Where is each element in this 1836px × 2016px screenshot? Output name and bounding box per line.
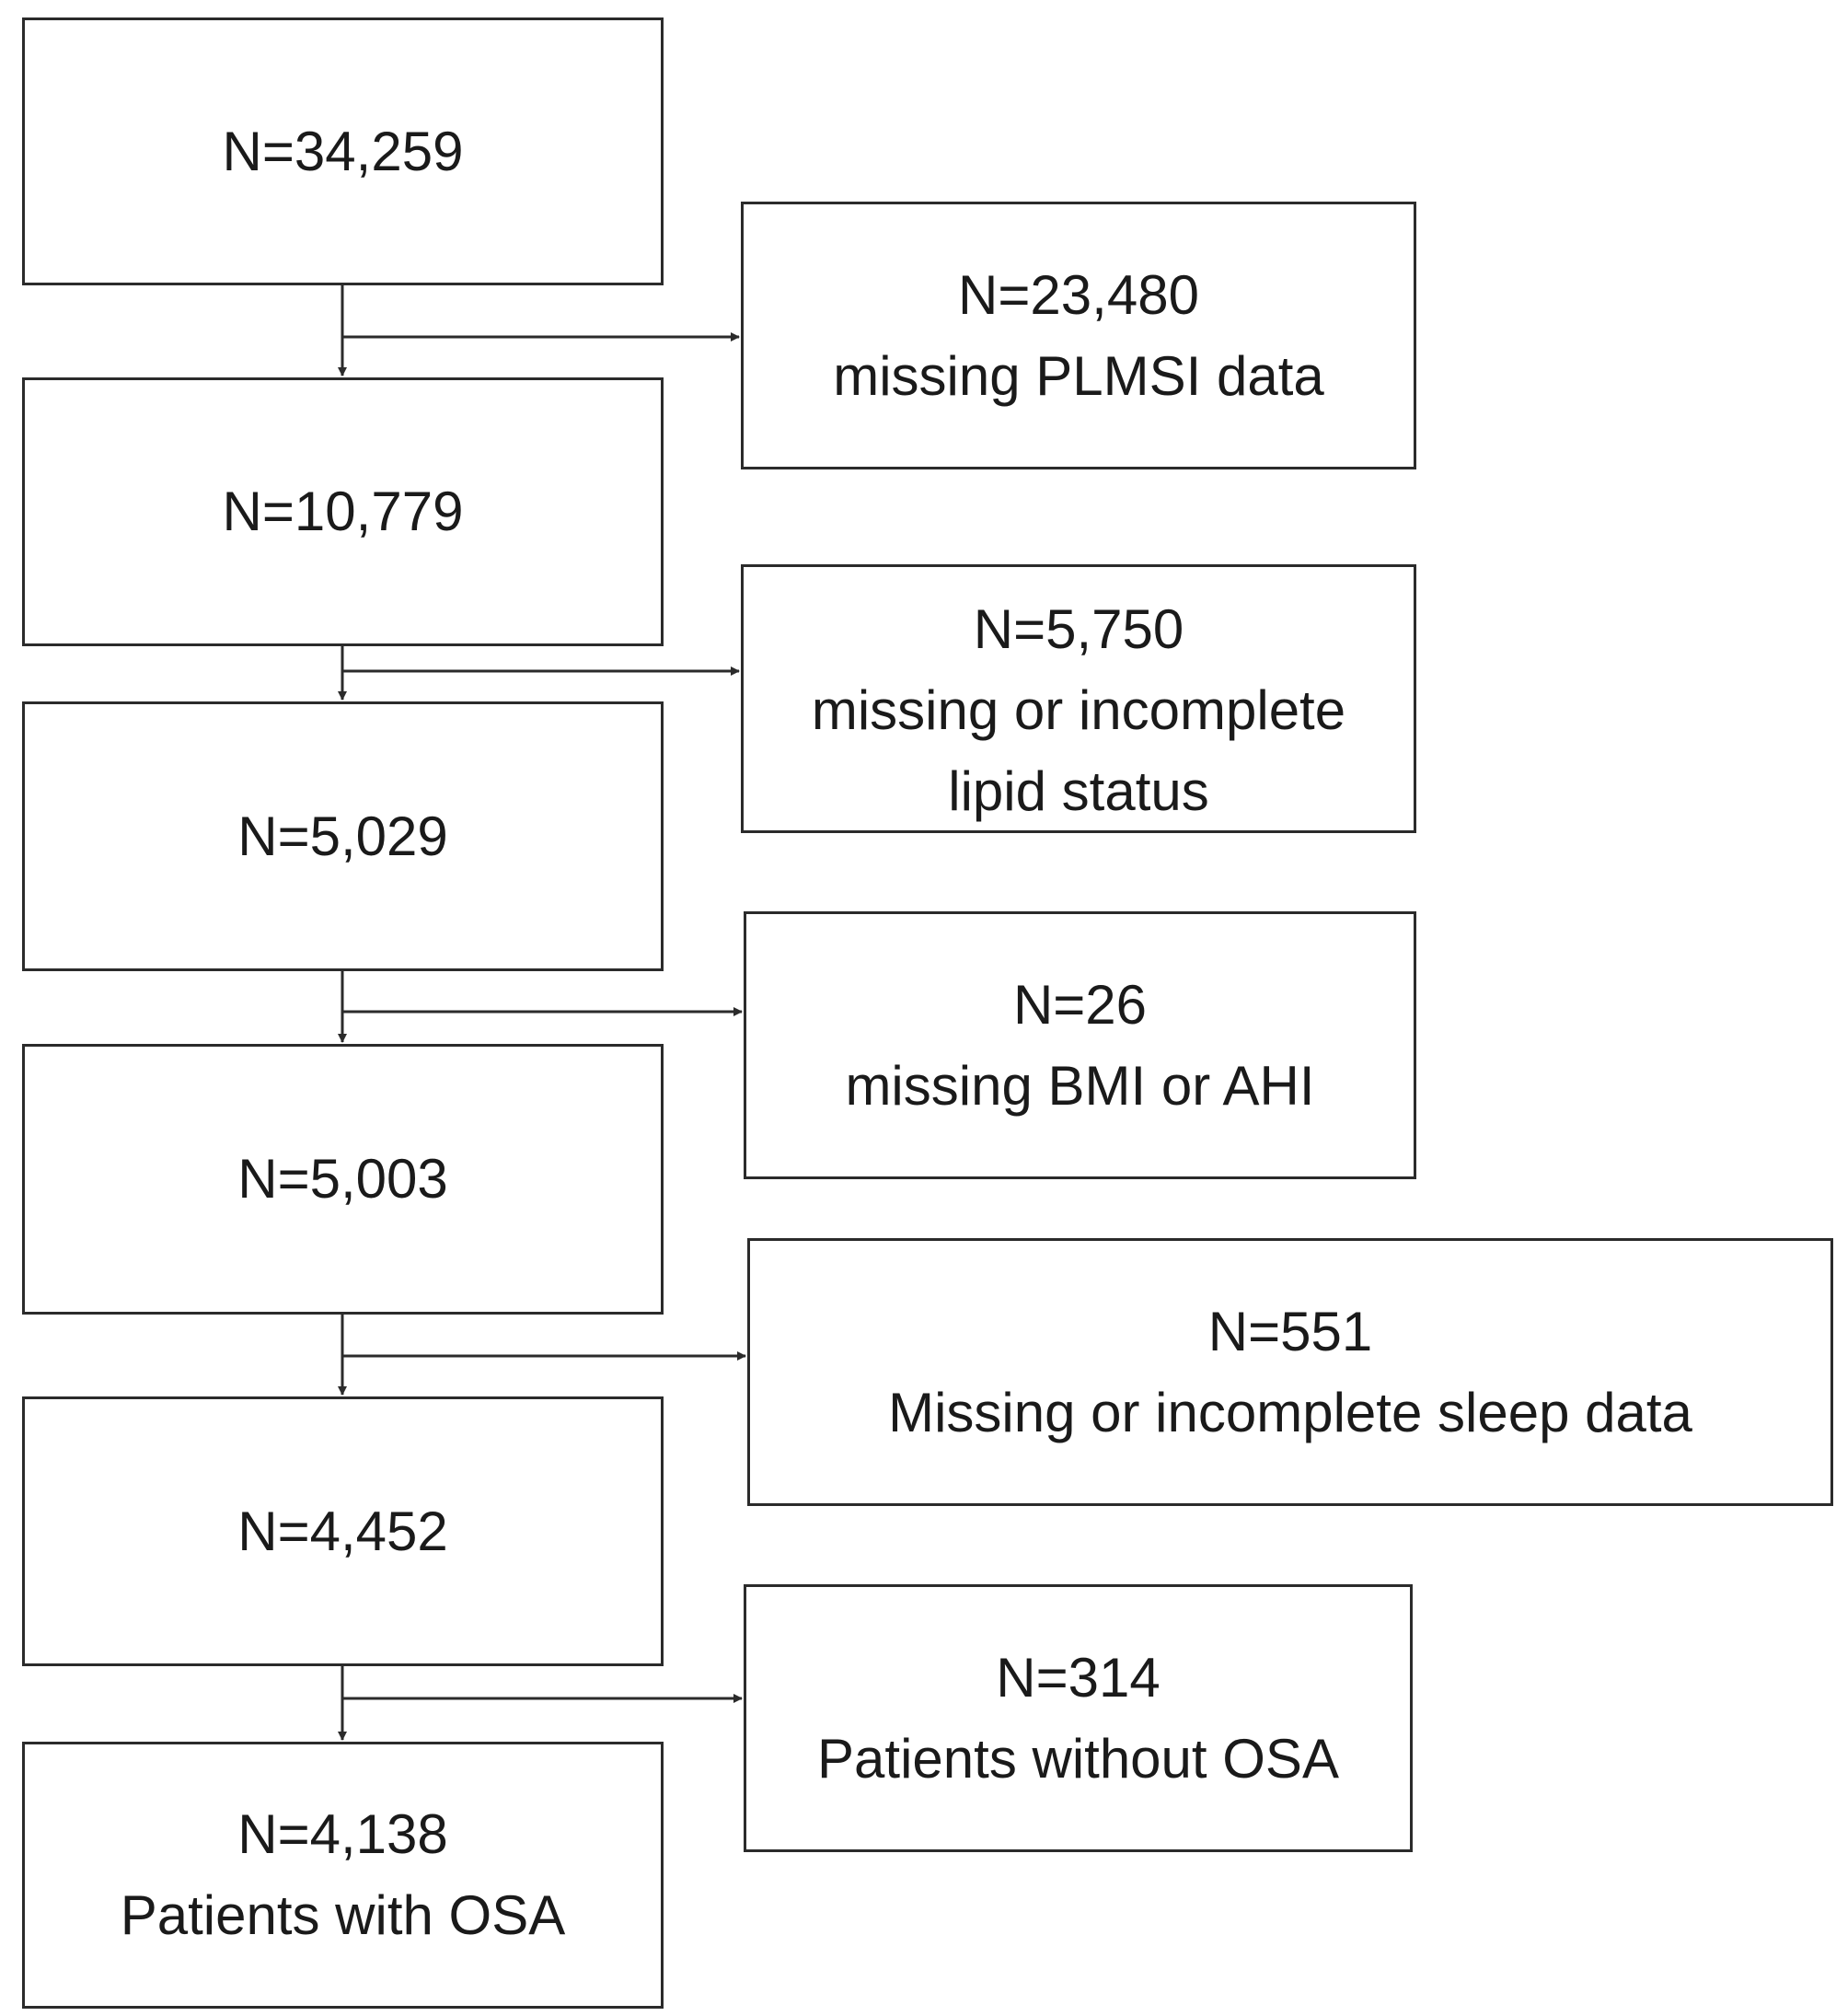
exclusion-count: N=551 [1207, 1300, 1373, 1362]
main-box-3: N=5,029 [22, 701, 664, 971]
box-count: N=34,259 [222, 120, 464, 182]
box-count: N=4,452 [237, 1500, 448, 1562]
box-count: N=5,003 [237, 1148, 448, 1210]
exclusion-count: N=26 [1012, 973, 1148, 1036]
box-count: N=10,779 [222, 481, 464, 542]
main-box-2: N=10,779 [22, 377, 664, 646]
box-count: N=4,138 [237, 1803, 448, 1865]
exclusion-reason: missing BMI or AHI [845, 1054, 1315, 1117]
exclusion-box-2: N=5,750 missing or incomplete lipid stat… [741, 564, 1416, 833]
main-box-1: N=34,259 [22, 17, 664, 285]
main-box-5: N=4,452 [22, 1396, 664, 1666]
exclusion-count: N=314 [996, 1646, 1160, 1709]
box-description: Patients with OSA [120, 1884, 566, 1946]
main-box-4: N=5,003 [22, 1044, 664, 1315]
main-box-final: N=4,138 Patients with OSA [22, 1742, 664, 2009]
exclusion-box-3: N=26 missing BMI or AHI [744, 911, 1416, 1179]
exclusion-reason: Missing or incomplete sleep data [888, 1381, 1692, 1443]
box-count: N=5,029 [237, 805, 448, 867]
exclusion-count: N=23,480 [958, 263, 1199, 326]
exclusion-count: N=5,750 [973, 598, 1184, 660]
exclusion-box-5: N=314 Patients without OSA [744, 1584, 1413, 1852]
exclusion-reason: Patients without OSA [817, 1727, 1339, 1790]
exclusion-reason: lipid status [948, 760, 1209, 822]
exclusion-reason: missing or incomplete [811, 679, 1346, 741]
exclusion-reason: missing PLMSI data [833, 344, 1324, 407]
exclusion-box-1: N=23,480 missing PLMSI data [741, 202, 1416, 469]
exclusion-box-4: N=551 Missing or incomplete sleep data [747, 1238, 1833, 1506]
